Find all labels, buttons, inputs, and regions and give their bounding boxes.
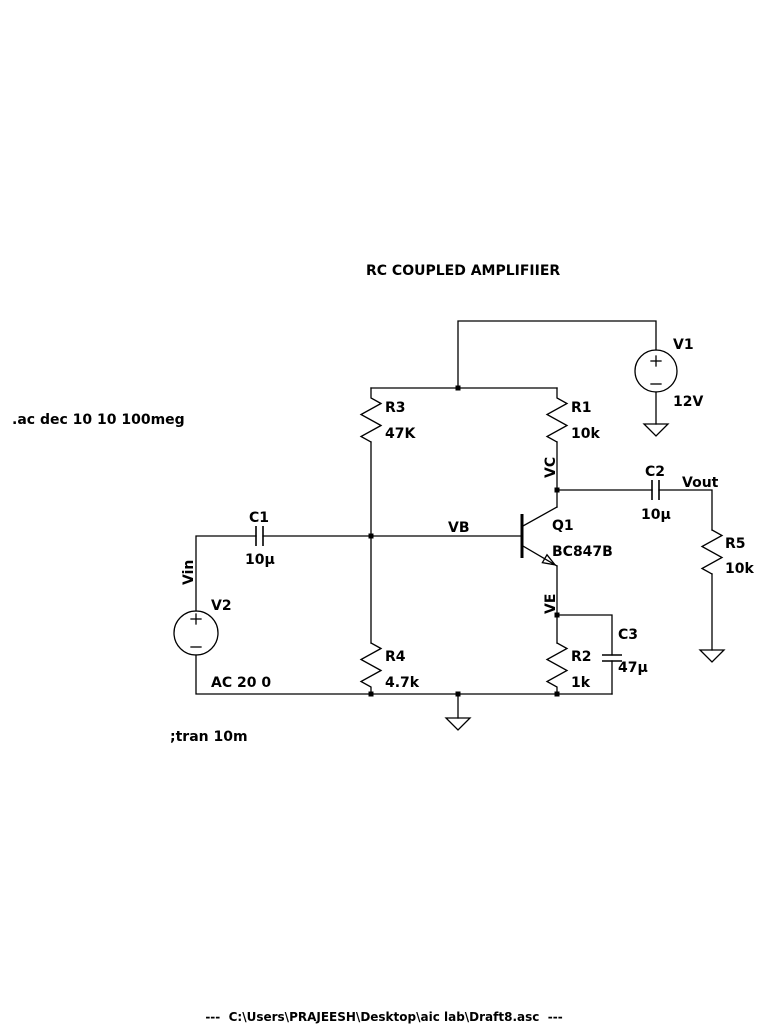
- component-value: AC 20 0: [211, 675, 271, 691]
- resistor-r5: R5 10k: [700, 529, 754, 577]
- wire: [195, 535, 257, 612]
- wire: [658, 489, 713, 531]
- component-name: C2: [645, 464, 665, 480]
- net-label-ve: VE: [543, 594, 559, 614]
- junction-dot: [455, 691, 461, 697]
- net-label-vin: Vin: [181, 560, 197, 585]
- schematic-title: RC COUPLED AMPLIFIIER: [366, 263, 560, 279]
- component-name: R3: [385, 400, 406, 416]
- resistor-zigzag: [545, 642, 569, 695]
- component-name: R1: [571, 400, 592, 416]
- component-name: V2: [211, 598, 232, 614]
- component-value: 47K: [385, 426, 416, 442]
- junction-dot: [455, 385, 461, 391]
- resistor-zigzag: [700, 529, 724, 575]
- component-value: 10µ: [245, 552, 275, 568]
- junction-dot: [368, 533, 374, 539]
- collector-lead: [522, 506, 558, 527]
- wire: [457, 320, 657, 389]
- junction-dot: [554, 612, 560, 618]
- component-value: 10k: [571, 426, 600, 442]
- wire: [556, 614, 613, 656]
- component-value: 4.7k: [385, 675, 420, 691]
- resistor-r1: R1 10k: [545, 387, 600, 443]
- resistor-zigzag: [359, 642, 383, 695]
- emitter-arrow-icon: [541, 553, 557, 566]
- component-value: 47µ: [618, 660, 648, 676]
- component-name: C1: [249, 510, 269, 526]
- wire: [195, 654, 613, 695]
- net-label-vout: Vout: [682, 475, 719, 491]
- file-path-footer: --- C:\Users\PRAJEESH\Desktop\aic lab\Dr…: [205, 1010, 562, 1024]
- component-name: R2: [571, 649, 592, 665]
- tran-directive: ;tran 10m: [170, 729, 248, 745]
- resistor-zigzag: [359, 387, 383, 443]
- component-value: 10k: [725, 561, 754, 577]
- transistor-q1: Q1 BC847B: [520, 506, 613, 567]
- component-name: R4: [385, 649, 406, 665]
- component-name: Q1: [552, 518, 574, 534]
- ground-symbol: [698, 649, 726, 663]
- resistor-r2: R2 1k: [545, 642, 592, 695]
- net-label-vb: VB: [448, 520, 470, 536]
- resistor-zigzag: [545, 387, 569, 443]
- component-value: BC847B: [552, 544, 613, 560]
- resistor-r4: R4 4.7k: [359, 642, 420, 695]
- ground-symbol: [444, 717, 472, 731]
- ac-directive: .ac dec 10 10 100meg: [12, 412, 185, 428]
- ground-symbol: [642, 423, 670, 437]
- voltage-source-v2: V2 AC 20 0: [173, 598, 271, 691]
- resistor-r3: R3 47K: [359, 387, 416, 443]
- component-value: 1k: [571, 675, 591, 691]
- capacitor-c2: C2 10µ: [641, 464, 671, 523]
- emitter-lead: [522, 545, 558, 567]
- capacitor-c3: C3 47µ: [602, 627, 648, 676]
- component-name: R5: [725, 536, 746, 552]
- source-circle: [173, 610, 219, 656]
- source-circle: [634, 349, 678, 393]
- component-name: V1: [673, 337, 694, 353]
- junction-dot: [554, 487, 560, 493]
- wires: [195, 320, 713, 719]
- voltage-source-v1: V1 12V: [634, 337, 703, 410]
- net-label-vc: VC: [543, 457, 559, 478]
- capacitor-c1: C1 10µ: [245, 510, 275, 568]
- component-value: 12V: [673, 394, 703, 410]
- component-name: C3: [618, 627, 638, 643]
- component-value: 10µ: [641, 507, 671, 523]
